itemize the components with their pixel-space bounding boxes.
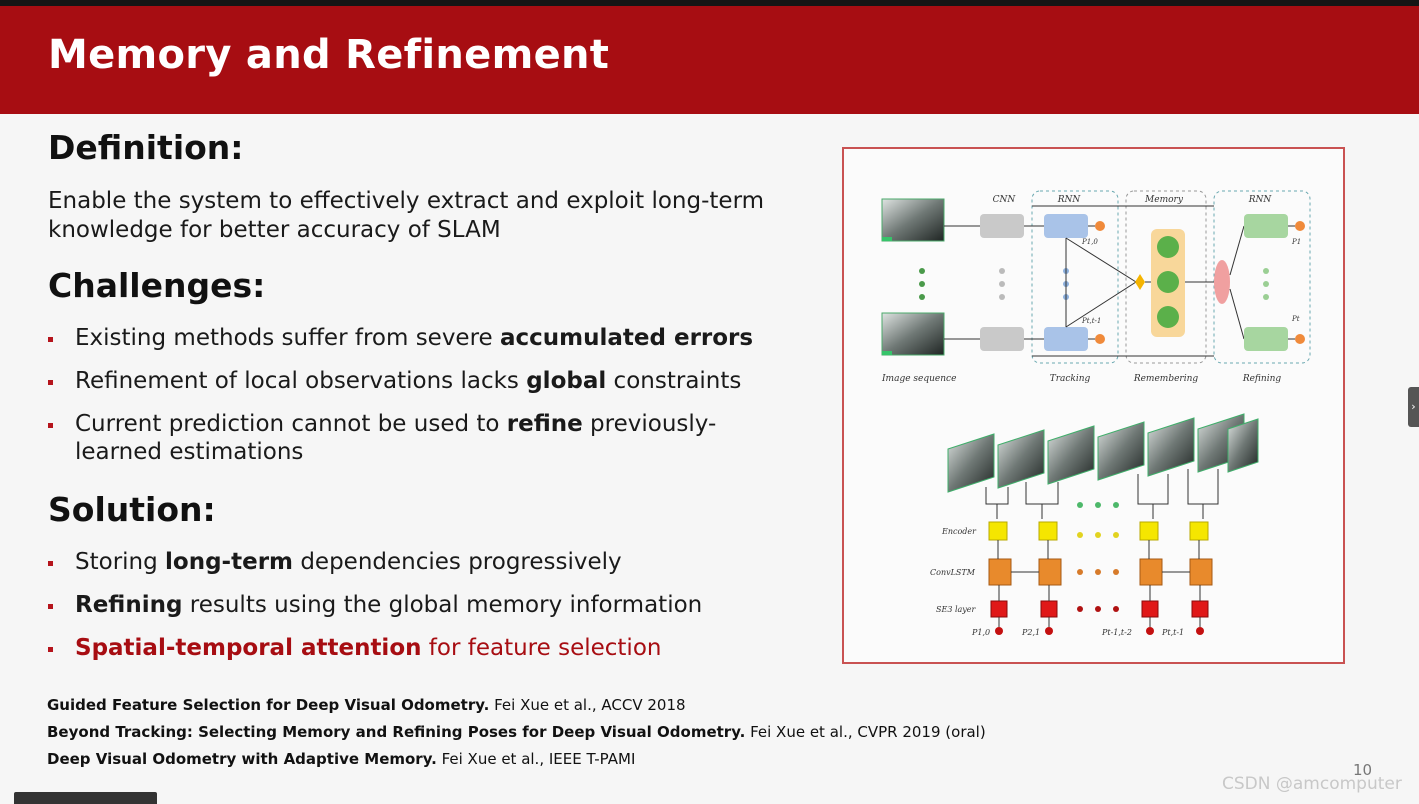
page-number: 10	[1353, 761, 1373, 779]
label-remembering: Remembering	[1133, 374, 1199, 384]
challenges-list: Existing methods suffer from severe accu…	[48, 324, 768, 466]
architecture-figure: CNN RNN Memory RNN P1,0 Pt,t-1	[842, 147, 1345, 664]
pose-output-dots	[995, 627, 1204, 635]
bullet-square-icon	[48, 337, 53, 342]
label-refining: Refining	[1242, 374, 1282, 384]
image-thumbnail-top	[881, 198, 945, 242]
bullet-square-icon	[48, 604, 53, 609]
refined-pose-bottom-icon	[1295, 334, 1305, 344]
rnn-refining-block-top	[1244, 214, 1288, 238]
label-rnn-2: RNN	[1248, 195, 1273, 205]
challenge-item-2: Refinement of local observations lacks g…	[48, 367, 768, 395]
reference-3: Deep Visual Odometry with Adaptive Memor…	[47, 750, 636, 768]
watermark: CSDN @amcomputer	[1222, 774, 1402, 794]
next-slide-tab[interactable]: ›	[1408, 387, 1419, 427]
encoder-blocks	[988, 521, 1209, 541]
bullet-square-icon	[48, 561, 53, 566]
solution-item-1: Storing long-term dependencies progressi…	[48, 548, 768, 576]
window-top-strip	[0, 0, 1419, 6]
label-cnn: CNN	[993, 195, 1017, 205]
bullet-square-icon	[48, 423, 53, 428]
challenge-item-1: Existing methods suffer from severe accu…	[48, 324, 768, 352]
label-p-out-bottom: Pt	[1291, 315, 1300, 323]
solution-item-3: Spatial-temporal attention for feature s…	[48, 634, 768, 662]
label-tracking: Tracking	[1050, 374, 1091, 384]
solution-heading: Solution:	[48, 490, 216, 529]
rnn-tracking-block-bottom	[1044, 327, 1088, 351]
label-p-top: P1,0	[1081, 238, 1098, 246]
image-thumbnail-bottom	[881, 312, 945, 356]
challenge-item-3: Current prediction cannot be used to ref…	[48, 410, 768, 466]
architecture-diagram: CNN RNN Memory RNN P1,0 Pt,t-1	[881, 190, 1311, 637]
refined-pose-top-icon	[1295, 221, 1305, 231]
challenges-heading: Challenges:	[48, 266, 266, 305]
cnn-block-bottom	[980, 327, 1024, 351]
label-memory: Memory	[1144, 195, 1184, 205]
bullet-square-icon	[48, 647, 53, 652]
label-rnn-1: RNN	[1057, 195, 1082, 205]
references: Guided Feature Selection for Deep Visual…	[47, 692, 986, 773]
frame-stack	[947, 413, 1259, 493]
label-encoder: Encoder	[941, 527, 977, 536]
rnn-tracking-block-top	[1044, 214, 1088, 238]
definition-text: Enable the system to effectively extract…	[48, 188, 765, 243]
definition-heading: Definition:	[48, 128, 244, 167]
label-convlstm: ConvLSTM	[930, 568, 976, 577]
se3-blocks	[990, 600, 1209, 618]
bullet-square-icon	[48, 380, 53, 385]
label-pose-2: Pt-1,t-2	[1101, 628, 1132, 637]
memory-module-frame	[1125, 190, 1207, 364]
pose-output-bottom-icon	[1095, 334, 1105, 344]
label-pose-1: P2,1	[1021, 628, 1040, 637]
label-p-out-top: P1	[1291, 238, 1301, 246]
slide-title: Memory and Refinement	[48, 32, 610, 78]
pose-output-top-icon	[1095, 221, 1105, 231]
solution-list: Storing long-term dependencies progressi…	[48, 548, 768, 662]
label-se3: SE3 layer	[936, 605, 977, 614]
refining-module-frame	[1213, 190, 1311, 364]
reference-1: Guided Feature Selection for Deep Visual…	[47, 696, 686, 714]
label-pose-0: P1,0	[971, 628, 990, 637]
label-image-sequence: Image sequence	[881, 374, 956, 384]
label-pose-3: Pt,t-1	[1161, 628, 1184, 637]
label-p-bottom: Pt,t-1	[1081, 317, 1101, 325]
chevron-right-icon: ›	[1411, 400, 1416, 413]
bottom-taskbar-fragment	[14, 792, 157, 804]
solution-item-2: Refining results using the global memory…	[48, 591, 768, 619]
attention-diamond-icon	[1135, 274, 1145, 290]
cnn-block-top	[980, 214, 1024, 238]
rnn-refining-block-bottom	[1244, 327, 1288, 351]
fusion-node-icon	[1214, 260, 1230, 304]
slide-header: Memory and Refinement	[0, 6, 1419, 114]
reference-2: Beyond Tracking: Selecting Memory and Re…	[47, 723, 986, 741]
